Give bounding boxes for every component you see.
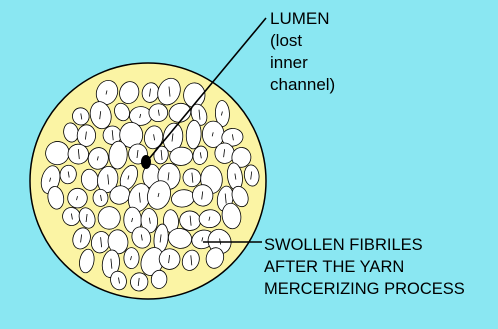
lumen-label-line-1: LUMEN xyxy=(270,8,390,30)
lumen-label-line-4: channel) xyxy=(270,74,390,96)
fibrile xyxy=(77,124,96,146)
lumen-label-line-2: (lost xyxy=(270,30,390,52)
lumen-label-line-3: inner xyxy=(270,52,390,74)
fibrile-label-line-1: SWOLLEN FIBRILES xyxy=(264,234,498,256)
fibrile xyxy=(93,189,108,206)
fibrile-label: SWOLLEN FIBRILES AFTER THE YARN MERCERIZ… xyxy=(264,234,498,300)
fibrile xyxy=(124,248,139,269)
fibrile-label-line-3: MERCERIZING PROCESS xyxy=(264,278,498,300)
fibrile xyxy=(98,206,121,229)
fibrile-label-line-2: AFTER THE YARN xyxy=(264,256,498,278)
lumen-label: LUMEN (lost inner channel) xyxy=(270,8,390,96)
